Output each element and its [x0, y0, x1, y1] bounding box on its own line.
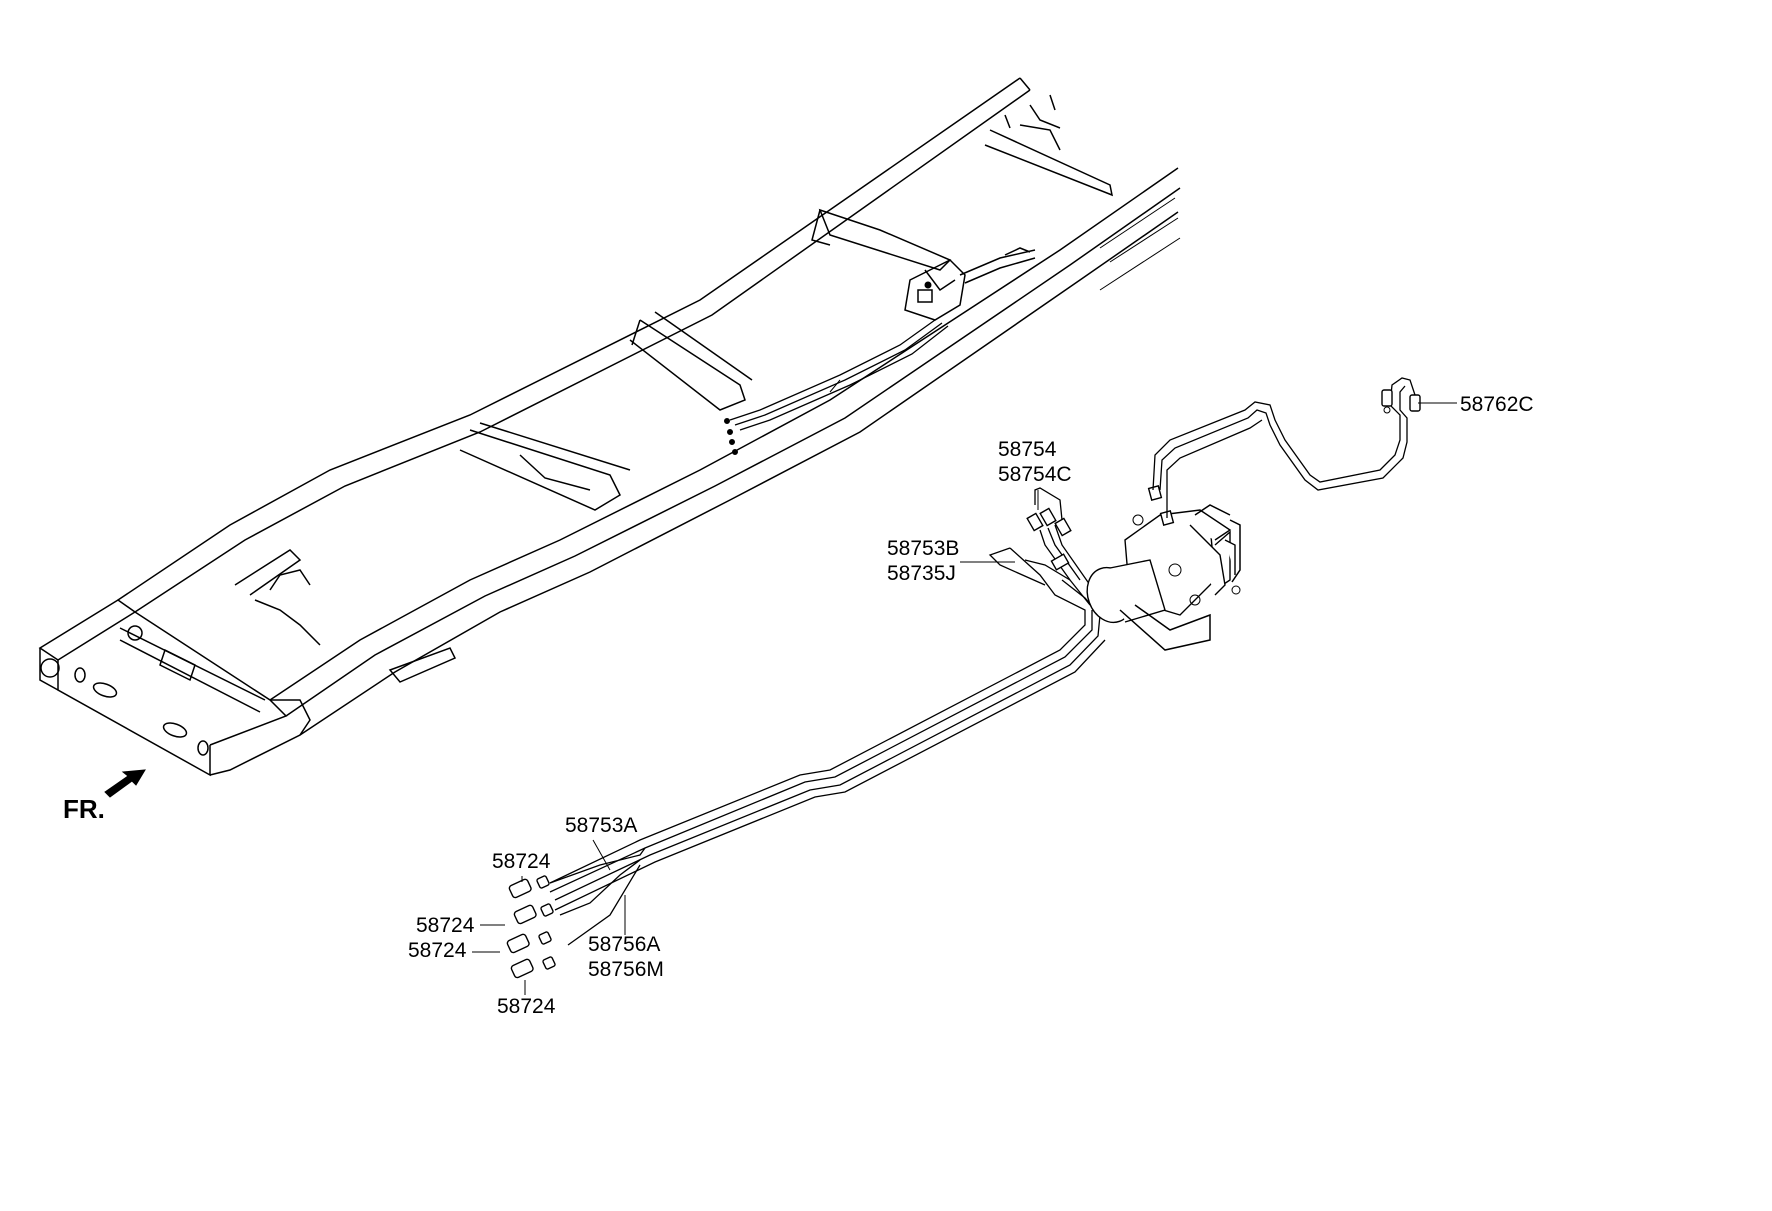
label-58754: 58754	[998, 438, 1057, 461]
chassis-frame	[38, 77, 1181, 777]
part-labels: 58762C 58754 58754C 58753B 58735J 58753A…	[408, 393, 1534, 1018]
brake-tube-bundle	[549, 524, 1106, 946]
label-58724-bottom: 58724	[497, 995, 556, 1018]
junction-fittings	[1026, 487, 1072, 571]
label-58724-third: 58724	[408, 939, 467, 962]
label-58724-top: 58724	[492, 850, 551, 873]
label-58756A: 58756A	[588, 933, 660, 956]
label-58735J: 58735J	[887, 562, 956, 585]
front-direction-indicator: FR.	[63, 769, 146, 824]
frame-brake-valve-assembly	[724, 247, 1036, 455]
label-58762C: 58762C	[1460, 393, 1534, 416]
rear-brake-tube	[1152, 377, 1421, 518]
abs-hydraulic-unit	[1086, 485, 1241, 651]
label-58724-second: 58724	[416, 914, 475, 937]
label-58753B: 58753B	[887, 537, 959, 560]
leader-lines	[472, 402, 1457, 995]
label-58754C: 58754C	[998, 463, 1072, 486]
front-label: FR.	[63, 794, 105, 824]
label-58753A: 58753A	[565, 814, 637, 837]
flare-nut-fittings	[506, 875, 556, 979]
label-58756M: 58756M	[588, 958, 664, 981]
front-arrow-icon	[104, 769, 146, 798]
